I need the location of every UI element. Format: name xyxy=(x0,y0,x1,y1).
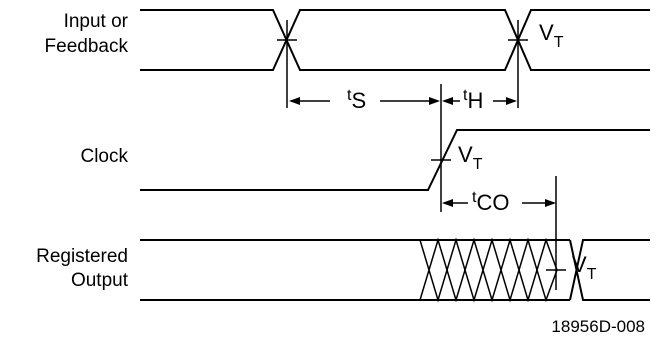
input-threshold-marker-2 xyxy=(508,20,528,108)
clock-threshold-marker xyxy=(431,84,451,212)
vt-label-input: VT xyxy=(539,20,564,51)
setup-time-label: tS xyxy=(347,87,366,113)
vt-label-clock: VT xyxy=(458,142,483,173)
setup-hold-dimension xyxy=(289,97,517,105)
hold-time-label: tH xyxy=(463,87,483,113)
output-transition-hatching xyxy=(419,237,558,303)
output-waveform xyxy=(140,239,650,301)
clock-to-output-dimension xyxy=(442,199,556,207)
vt-label-output: VT xyxy=(572,252,597,283)
input-waveform xyxy=(140,9,650,71)
input-label-line1: Input or xyxy=(64,11,129,32)
output-label-line1: Registered xyxy=(36,246,128,267)
output-label-line2: Output xyxy=(71,270,129,291)
figure-id: 18956D-008 xyxy=(551,317,645,336)
clock-label: Clock xyxy=(80,146,128,167)
clock-waveform xyxy=(140,129,650,191)
clock-to-output-label: tCO xyxy=(472,189,509,215)
input-threshold-marker-1 xyxy=(277,20,297,108)
output-threshold-marker xyxy=(546,176,566,290)
input-label-line2: Feedback xyxy=(45,36,129,57)
